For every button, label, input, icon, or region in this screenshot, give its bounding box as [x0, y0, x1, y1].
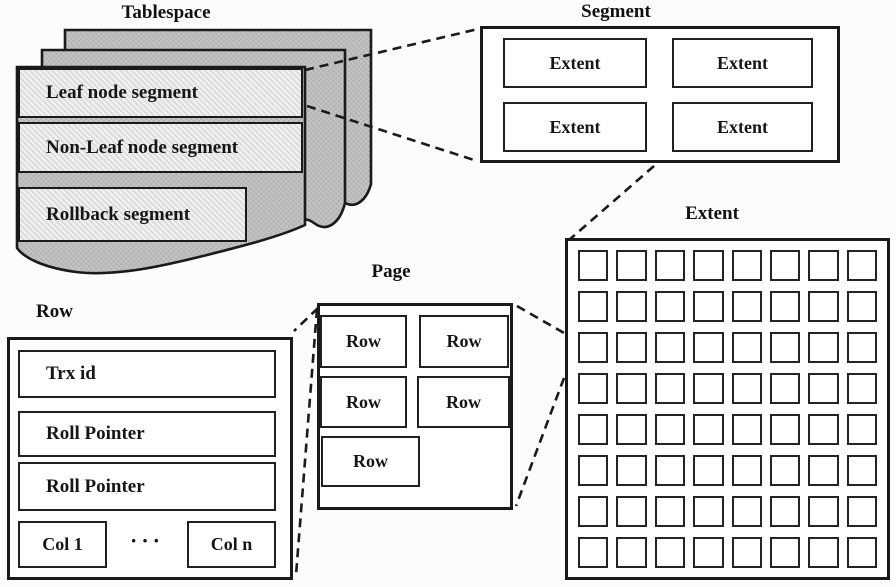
page-row-cell: Row [419, 315, 509, 368]
segment-box: Extent Extent Extent Extent [480, 26, 840, 163]
connector-page-row-bottom [294, 308, 319, 576]
extent-page-cell [731, 414, 762, 445]
extent-page-cell [846, 373, 877, 404]
extent-page-cell [578, 455, 609, 486]
extent-page-cell [731, 537, 762, 568]
extent-page-cell [693, 537, 724, 568]
extent-page-cell [693, 250, 724, 281]
extent-page-cell [846, 414, 877, 445]
connector-extent-page-bottom [514, 377, 566, 507]
segment-label: Segment [581, 1, 651, 22]
segment-extent-cell: Extent [503, 102, 647, 152]
extent-page-cell [808, 455, 839, 486]
extent-page-cell [769, 373, 801, 404]
segment-extent-cell: Extent [503, 38, 647, 88]
extent-page-cell [654, 332, 686, 363]
extent-page-cell [693, 332, 724, 363]
extent-page-cell [693, 496, 724, 527]
extent-page-cell [616, 414, 647, 445]
page-row-cell: Row [417, 376, 510, 428]
extent-page-cell [769, 537, 801, 568]
extent-page-cell [808, 373, 839, 404]
extent-page-cell [769, 455, 801, 486]
extent-page-cell [616, 250, 647, 281]
page-row-cell: Row [320, 315, 407, 368]
extent-page-cell [654, 373, 686, 404]
extent-page-cell [578, 537, 609, 568]
extent-page-cell [693, 291, 724, 322]
extent-page-cell [731, 332, 762, 363]
extent-page-cell [731, 291, 762, 322]
extent-page-cell [769, 496, 801, 527]
row-label: Row [36, 301, 73, 322]
tablespace-bar-leaf-node-segment: Leaf node segment [18, 68, 303, 118]
page-row-cell: Row [320, 376, 407, 428]
extent-page-cell [654, 414, 686, 445]
row-field-roll-pointer-1: Roll Pointer [18, 411, 276, 457]
extent-page-cell [731, 250, 762, 281]
row-field-trx-id: Trx id [18, 350, 276, 398]
extent-page-cell [808, 250, 839, 281]
extent-page-cell [654, 496, 686, 527]
connector-extent-page-top [516, 304, 565, 335]
extent-grid [565, 238, 890, 580]
extent-page-cell [769, 414, 801, 445]
tablespace-bar-non-leaf-node-segment: Non-Leaf node segment [18, 122, 303, 173]
extent-page-cell [731, 455, 762, 486]
extent-page-cell [654, 250, 686, 281]
extent-page-cell [693, 414, 724, 445]
extent-page-cell [846, 250, 877, 281]
extent-page-cell [846, 496, 877, 527]
extent-page-cell [808, 291, 839, 322]
extent-page-cell [578, 291, 609, 322]
connector-page-row-top [293, 307, 319, 332]
extent-page-cell [731, 373, 762, 404]
extent-page-cell [808, 496, 839, 527]
extent-page-cell [731, 496, 762, 527]
extent-page-cell [846, 455, 877, 486]
tablespace-label: Tablespace [121, 2, 211, 23]
extent-page-cell [808, 414, 839, 445]
extent-page-cell [616, 291, 647, 322]
extent-page-cell [769, 332, 801, 363]
extent-page-cell [654, 291, 686, 322]
extent-page-cell [846, 291, 877, 322]
extent-page-cell [616, 373, 647, 404]
segment-extent-cell: Extent [672, 102, 813, 152]
extent-page-cell [693, 455, 724, 486]
extent-page-cell [846, 332, 877, 363]
extent-page-cell [616, 455, 647, 486]
extent-page-cell [654, 455, 686, 486]
tablespace-bar-rollback-segment: Rollback segment [18, 187, 247, 242]
row-box: Trx id Roll Pointer Roll Pointer Col 1 ·… [7, 337, 293, 580]
extent-page-cell [693, 373, 724, 404]
row-field-roll-pointer-2: Roll Pointer [18, 462, 276, 511]
extent-page-cell [578, 373, 609, 404]
extent-page-cell [578, 496, 609, 527]
row-col-first: Col 1 [18, 521, 107, 568]
page-label: Page [371, 261, 411, 282]
extent-page-cell [769, 250, 801, 281]
extent-label: Extent [685, 203, 739, 224]
extent-page-cell [769, 291, 801, 322]
connector-segment-extent [568, 165, 655, 241]
page-row-cell: Row [321, 436, 420, 487]
extent-page-cell [808, 332, 839, 363]
extent-page-cell [808, 537, 839, 568]
extent-page-cell [654, 537, 686, 568]
extent-page-cell [846, 537, 877, 568]
extent-page-cell [616, 496, 647, 527]
extent-page-cell [578, 332, 609, 363]
extent-page-cell [578, 250, 609, 281]
row-col-ellipsis: ··· [129, 528, 164, 553]
extent-page-cell [616, 537, 647, 568]
extent-page-cell [616, 332, 647, 363]
extent-page-cell [578, 414, 609, 445]
row-col-last: Col n [187, 521, 276, 568]
segment-extent-cell: Extent [672, 38, 813, 88]
page-box: Row Row Row Row Row [317, 303, 513, 510]
